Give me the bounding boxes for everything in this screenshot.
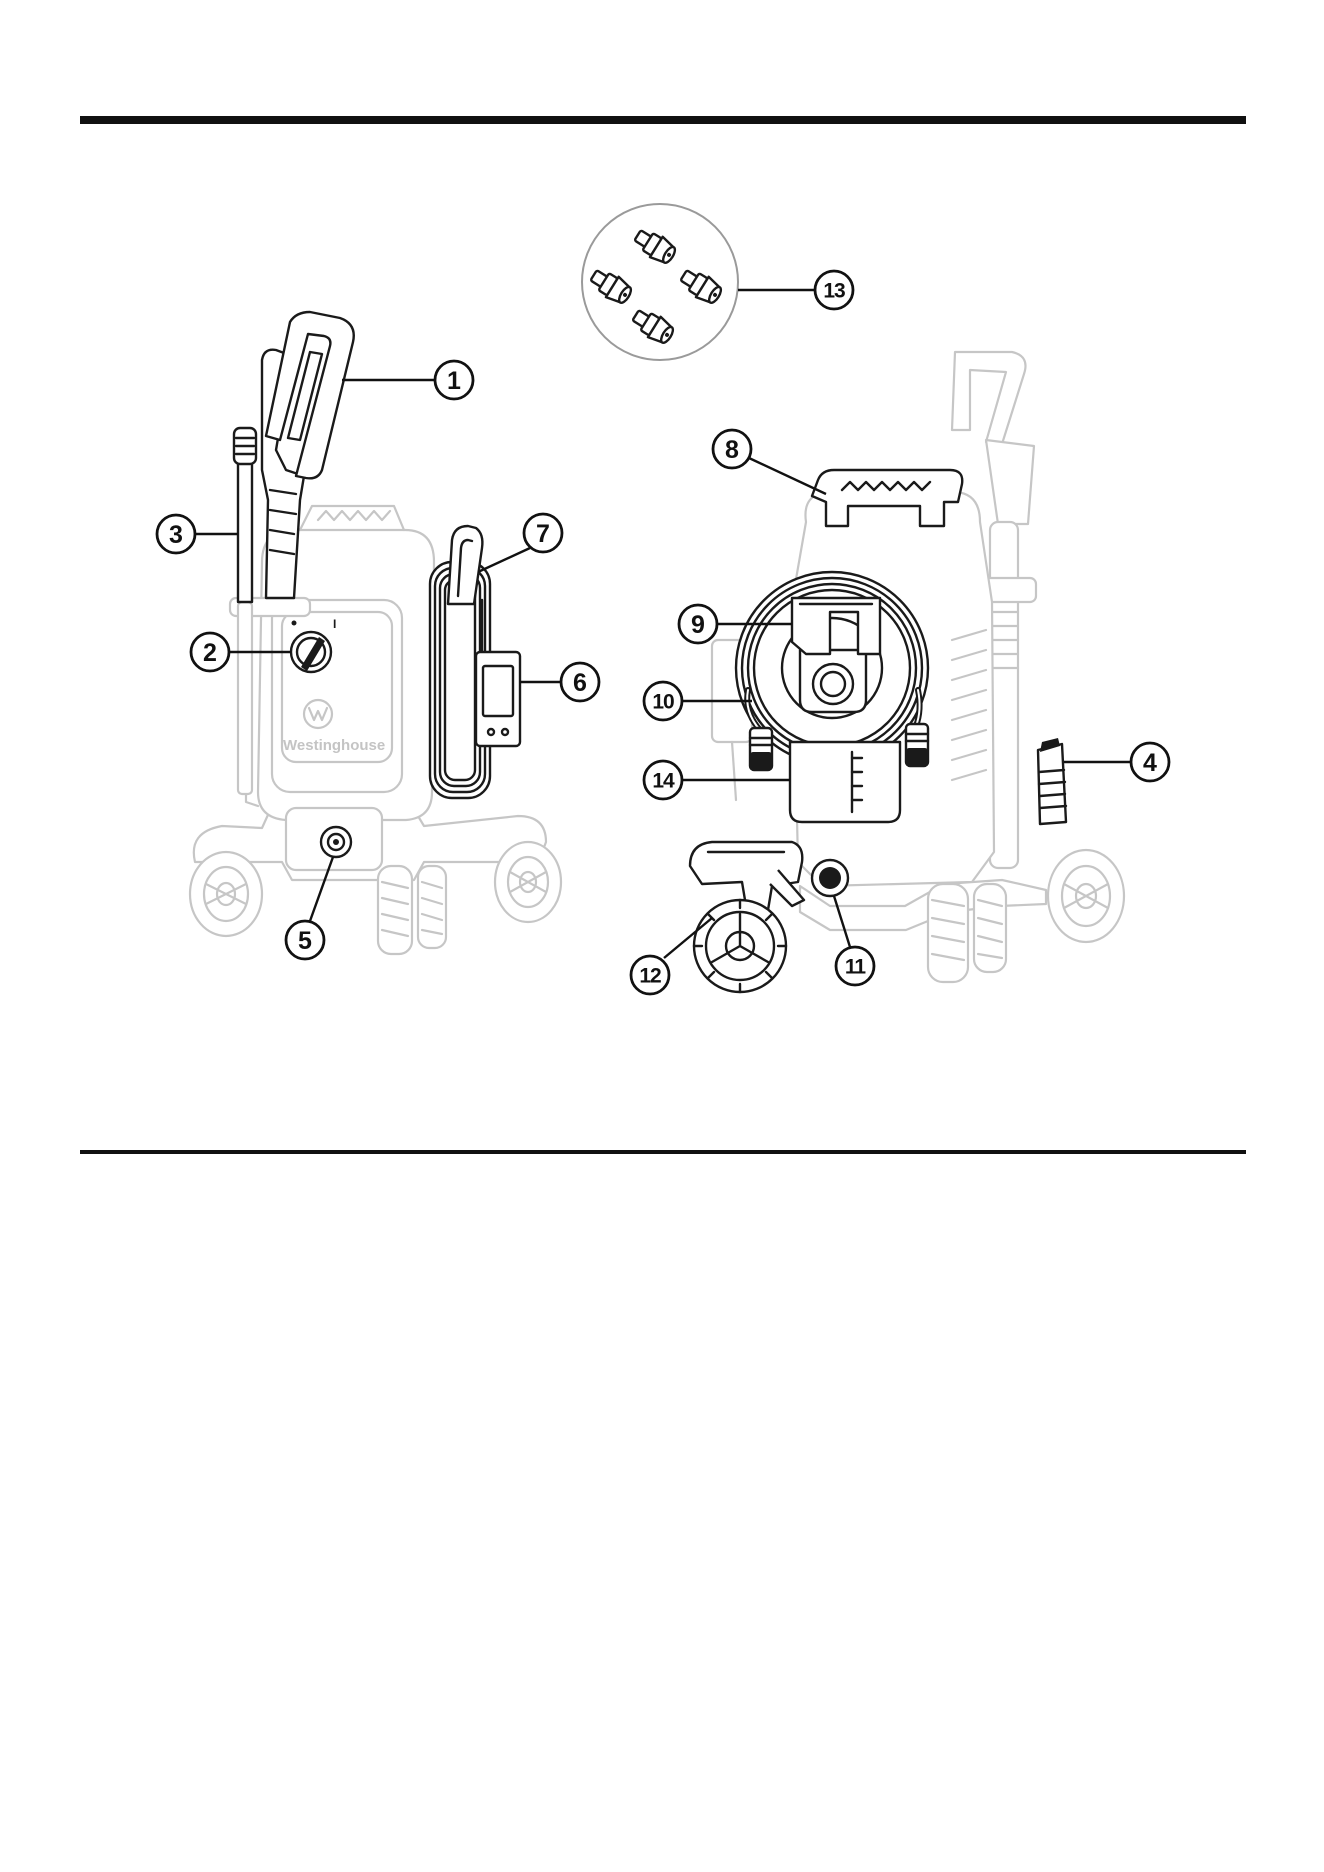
hose-fitting-right xyxy=(906,724,928,766)
hose-fitting-left xyxy=(750,728,772,770)
callout-12: 12 xyxy=(631,956,669,994)
front-view-machine: Westinghouse I xyxy=(190,312,561,954)
callout-number: 2 xyxy=(203,639,217,667)
callout-9: 9 xyxy=(679,605,717,643)
callout-number: 13 xyxy=(823,280,845,303)
callout-number: 5 xyxy=(298,927,312,955)
callout-number: 11 xyxy=(845,956,867,979)
switch-off-dot xyxy=(292,621,297,626)
callout-number: 4 xyxy=(1143,749,1157,777)
callout-10: 10 xyxy=(644,682,682,720)
nozzle-inset xyxy=(582,204,738,360)
callout-number: 8 xyxy=(725,436,739,464)
callout-8: 8 xyxy=(713,430,751,468)
turbo-nozzle xyxy=(1038,738,1066,824)
callout-number: 9 xyxy=(691,611,705,639)
callout-6: 6 xyxy=(561,663,599,701)
callout-number: 6 xyxy=(573,669,587,697)
rear-view-machine xyxy=(690,352,1124,992)
gfci-plug xyxy=(476,652,520,746)
front-center-wheels xyxy=(378,866,446,954)
switch-on-mark: I xyxy=(333,617,336,631)
callout-4: 4 xyxy=(1131,743,1169,781)
spray-wand xyxy=(234,428,256,794)
callout-number: 10 xyxy=(652,691,674,714)
callout-7: 7 xyxy=(524,514,562,552)
leader-7 xyxy=(478,548,530,572)
water-outlet xyxy=(321,827,351,857)
callout-number: 1 xyxy=(447,367,461,395)
callout-number: 14 xyxy=(652,770,675,793)
callout-5: 5 xyxy=(286,921,324,959)
callout-number: 3 xyxy=(169,521,183,549)
front-left-wheel xyxy=(190,852,262,936)
detergent-tank xyxy=(790,742,900,822)
callout-number: 7 xyxy=(536,520,550,548)
section-rule xyxy=(80,1150,1246,1154)
leader-8 xyxy=(749,458,826,494)
callout-number: 12 xyxy=(639,965,661,988)
callout-14: 14 xyxy=(644,761,682,799)
callout-2: 2 xyxy=(191,633,229,671)
front-right-wheel xyxy=(495,842,561,922)
callout-11: 11 xyxy=(836,947,874,985)
callout-3: 3 xyxy=(157,515,195,553)
rear-wheel-assembly xyxy=(690,842,804,992)
callout-1: 1 xyxy=(435,361,473,399)
water-inlet xyxy=(812,860,848,896)
brand-name: Westinghouse xyxy=(283,737,385,754)
callout-13: 13 xyxy=(815,271,853,309)
